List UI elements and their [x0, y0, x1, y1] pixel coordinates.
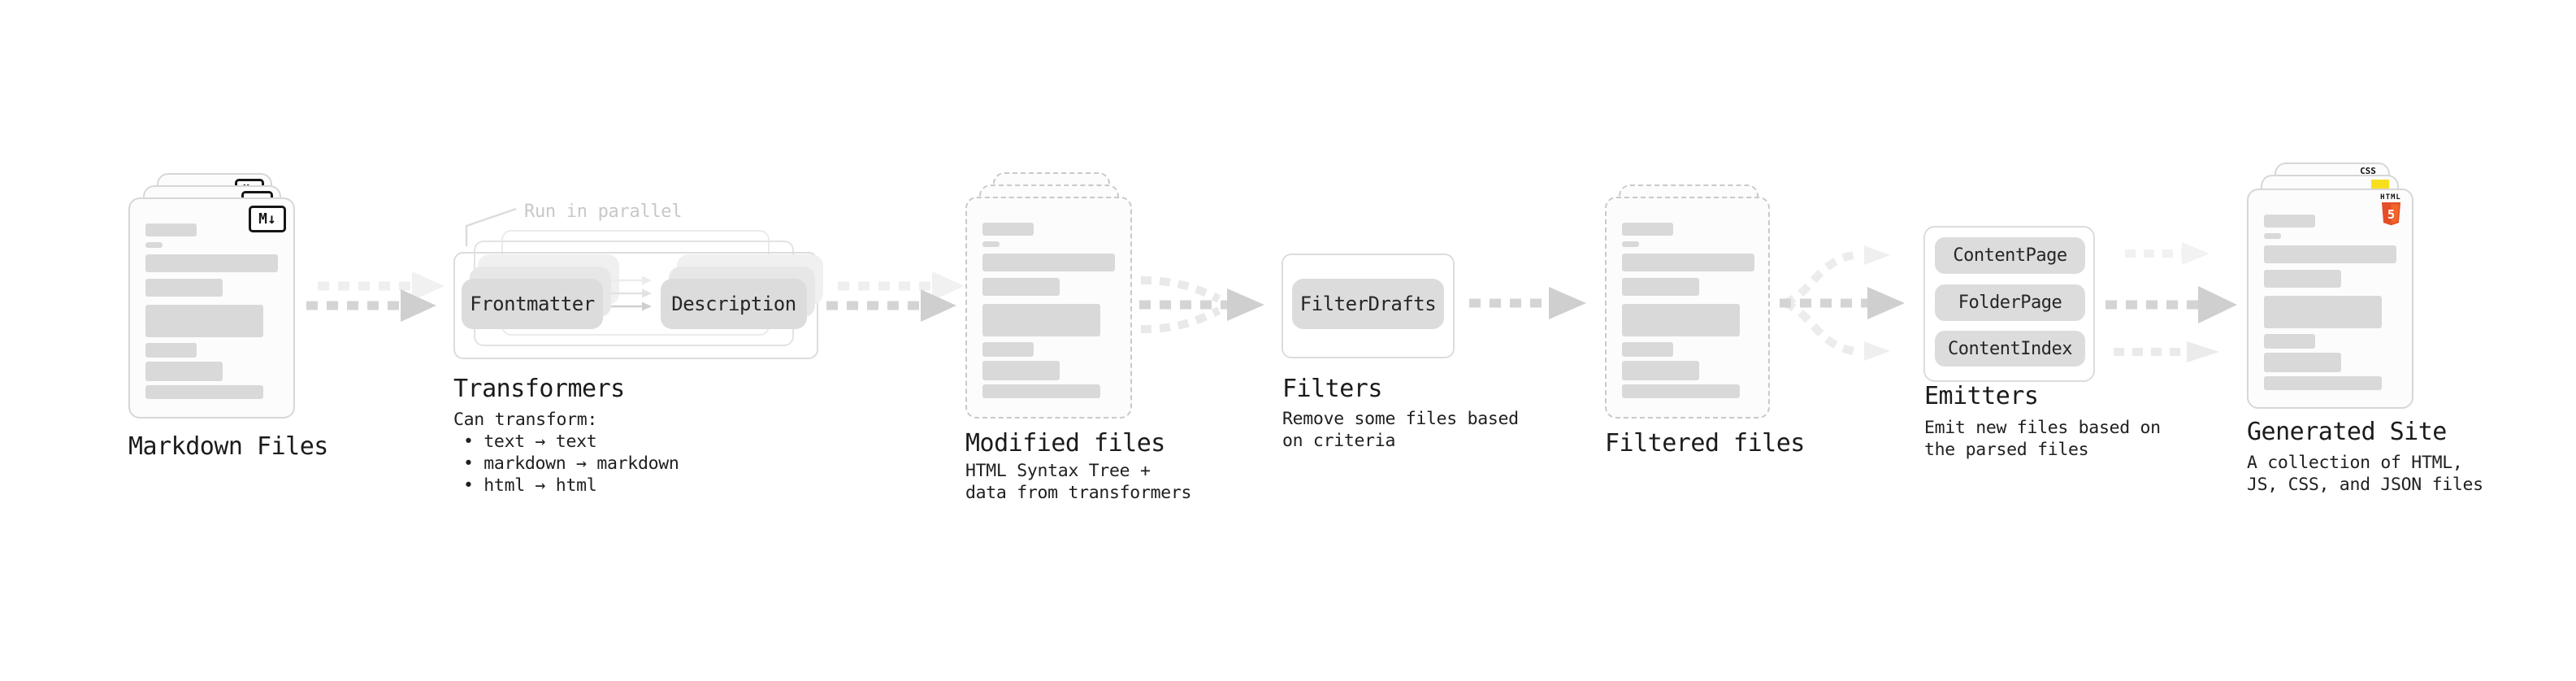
svg-text:5: 5: [2387, 207, 2394, 222]
filter-box-filterdrafts: FilterDrafts: [1292, 279, 1444, 329]
arrow-diverge-filtered-to-emitters: [1780, 245, 1905, 361]
placeholder-line: [982, 384, 1100, 398]
emitters-caption: Emit new files based on the parsed files: [1924, 418, 2161, 460]
placeholder-line: [2264, 245, 2396, 263]
placeholder-line: [982, 241, 1000, 247]
file-card: M↓: [128, 197, 295, 419]
stage-title-markdown-files: Markdown Files: [128, 432, 328, 461]
placeholder-line: [2264, 376, 2382, 390]
placeholder-line: [2264, 233, 2281, 239]
file-card-dashed: [965, 197, 1132, 419]
markdown-icon: M↓: [249, 206, 286, 232]
run-in-parallel-annotation: Run in parallel: [524, 202, 683, 222]
stage-title-filters: Filters: [1282, 375, 1382, 403]
placeholder-line: [1622, 278, 1699, 296]
stage-title-generated-site: Generated Site: [2247, 418, 2447, 446]
placeholder-line: [2264, 334, 2315, 349]
placeholder-line: [145, 343, 197, 358]
emitter-box-contentpage: ContentPage: [1935, 237, 2085, 274]
placeholder-line: [2264, 215, 2315, 228]
placeholder-line: [2264, 353, 2341, 372]
arrow-filters-to-filtered: [1469, 287, 1586, 319]
filters-caption: Remove some files based on criteria: [1282, 409, 1519, 451]
arrow-markdown-to-transformers: [306, 271, 445, 322]
file-card: HTML 5: [2247, 189, 2413, 409]
arrow-transformers-to-modified: [826, 271, 965, 322]
stage-title-emitters: Emitters: [1924, 382, 2039, 410]
modified-files-caption: HTML Syntax Tree + data from transformer…: [965, 461, 1192, 503]
annotation-leader-line: [465, 207, 517, 246]
placeholder-line: [1622, 361, 1699, 380]
placeholder-line: [982, 278, 1060, 296]
emitter-box-contentindex: ContentIndex: [1935, 331, 2085, 367]
parallel-arrows-icon: [611, 275, 652, 311]
transformers-bullet: • markdown → markdown: [463, 453, 679, 474]
placeholder-line: [1622, 223, 1673, 236]
stage-title-modified-files: Modified files: [965, 429, 1165, 458]
placeholder-line: [1622, 384, 1740, 398]
generated-site-caption: A collection of HTML, JS, CSS, and JSON …: [2247, 453, 2483, 495]
placeholder-line: [145, 223, 197, 236]
stage-title-filtered-files: Filtered files: [1605, 429, 1805, 458]
placeholder-line: [145, 362, 223, 381]
placeholder-line: [982, 304, 1100, 336]
arrow-merge-modified-to-filters: [1139, 276, 1264, 333]
placeholder-line: [145, 242, 163, 248]
placeholder-line: [1622, 304, 1740, 336]
placeholder-line: [2264, 296, 2382, 328]
placeholder-line: [145, 385, 263, 399]
transformers-bullet: • html → html: [463, 475, 597, 496]
placeholder-line: [145, 279, 223, 297]
placeholder-line: [1622, 342, 1673, 357]
placeholder-line: [982, 361, 1060, 380]
file-card-dashed: [1605, 197, 1770, 419]
transformer-box-description: Description: [661, 279, 807, 329]
javascript-icon: [2371, 180, 2389, 190]
emitter-box-folderpage: FolderPage: [1935, 284, 2085, 321]
placeholder-line: [145, 254, 278, 272]
placeholder-line: [1622, 241, 1639, 247]
arrow-emitters-to-generated: [2105, 242, 2237, 362]
placeholder-line: [982, 342, 1034, 357]
transformer-box-frontmatter: Frontmatter: [462, 279, 603, 329]
placeholder-line: [1622, 254, 1754, 271]
stage-title-transformers: Transformers: [453, 375, 625, 403]
placeholder-line: [2264, 270, 2341, 288]
transformers-bullet: • text → text: [463, 432, 597, 452]
placeholder-line: [982, 254, 1115, 271]
html5-icon: HTML 5: [2379, 194, 2403, 226]
transformers-caption: Can transform:: [453, 410, 598, 430]
placeholder-line: [982, 223, 1034, 236]
placeholder-line: [145, 305, 263, 337]
transformer-group-front: [453, 252, 818, 359]
